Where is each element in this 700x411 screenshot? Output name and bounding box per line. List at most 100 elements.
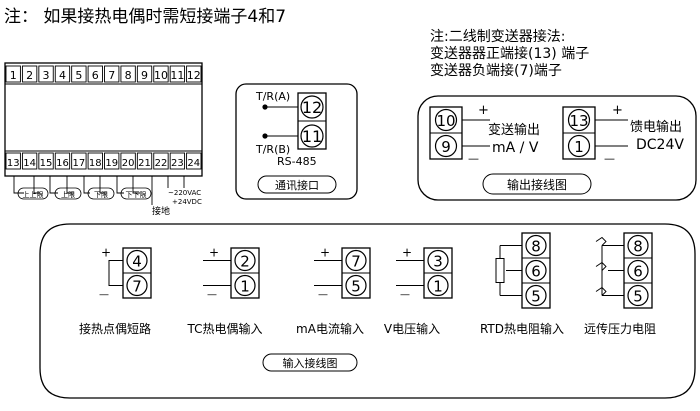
input-terminal: 5: [531, 288, 541, 306]
top-terminal-12: 12: [186, 65, 202, 83]
bottom-terminal-label: 19: [105, 158, 118, 169]
relay-label-ll: 下下限: [126, 190, 147, 199]
top-terminal-label: 4: [59, 69, 66, 82]
output-caption: 输出接线图: [507, 177, 567, 192]
bottom-terminal-13: 13: [5, 152, 21, 170]
top-terminal-label: 11: [170, 69, 184, 82]
input-terminal: 5: [351, 278, 361, 296]
top-terminal-label: 5: [75, 69, 82, 82]
input-terminal: 3: [433, 253, 443, 271]
bottom-terminal-label: 22: [155, 158, 168, 169]
input-plus: +: [402, 246, 412, 260]
bottom-terminal-label: 14: [23, 158, 36, 169]
bottom-terminal-23: 23: [169, 152, 186, 170]
top-terminal-11: 11: [169, 65, 186, 83]
comm-caption: 通讯接口: [275, 179, 319, 192]
bottom-terminal-label: 23: [171, 158, 184, 169]
top-terminal-label: 6: [92, 69, 99, 82]
power-label-ac: ~220VAC: [168, 189, 201, 197]
input-block-label: 接热点偶短路: [79, 321, 151, 336]
side-note-line3: 变送器负端接(7)端子: [430, 62, 562, 79]
input-terminal: 6: [531, 263, 541, 281]
input-terminal: 1: [240, 278, 250, 296]
relay-labels: 上上限 上限 下限 下下限: [17, 187, 152, 200]
out-term-10: 10: [436, 112, 455, 130]
bottom-terminal-21: 21: [136, 152, 153, 170]
input-terminal: 1: [433, 278, 443, 296]
input-terminal: 5: [633, 288, 643, 306]
input-plus: +: [101, 246, 111, 260]
bottom-terminal-19: 19: [104, 152, 120, 170]
top-terminal-7: 7: [104, 65, 120, 83]
input-terminal: 8: [531, 238, 541, 256]
bottom-terminal-22: 22: [153, 152, 169, 170]
top-terminal-label: 2: [26, 69, 33, 82]
out-transmit-value: mA / V: [492, 140, 539, 156]
relay-label-h: 上限: [61, 190, 75, 199]
bottom-terminal-18: 18: [87, 152, 103, 170]
input-wiring: 47+—接热点偶短路21+—TC热电偶输入75+—mA电流输入31+—V电压输入…: [39, 223, 696, 399]
top-terminal-label: 1: [10, 69, 17, 82]
relay-wiring: [13, 176, 185, 205]
bottom-terminal-label: 21: [138, 158, 151, 169]
input-terminal: 6: [633, 263, 643, 281]
input-minus: —: [318, 290, 328, 301]
bottom-terminal-16: 16: [54, 152, 71, 170]
input-plus: +: [209, 246, 219, 260]
input-block-label: 远传压力电阻: [584, 321, 656, 336]
comm-ta-label: T/R(A): [255, 90, 290, 103]
header-note: 注： 如果接热电偶时需短接端子4和7: [4, 7, 286, 27]
relay-label-l: 下限: [94, 190, 108, 199]
side-note-line2: 变送器器正端接(13) 端子: [430, 45, 589, 62]
out-feed-minus: —: [604, 152, 615, 165]
input-block-label: V电压输入: [384, 321, 440, 336]
top-terminal-6: 6: [87, 65, 103, 83]
power-label-dc: +24VDC: [172, 198, 202, 206]
input-block-label: mA电流输入: [296, 321, 364, 336]
out-transmit-plus: +: [478, 103, 489, 118]
bottom-terminal-label: 18: [89, 158, 102, 169]
out-feed-plus: +: [612, 103, 623, 118]
out-feed-value: DC24V: [636, 137, 684, 153]
top-terminal-9: 9: [136, 65, 153, 83]
input-minus: —: [99, 290, 109, 301]
out-feed-title: 馈电输出: [630, 119, 682, 135]
comm-tb-label: T/R(B): [255, 143, 290, 156]
top-terminal-5: 5: [71, 65, 87, 83]
input-block-2: 21+—TC热电偶输入: [186, 246, 262, 337]
top-terminal-label: 8: [125, 69, 132, 82]
input-block-label: RTD热电阻输入: [480, 321, 564, 336]
input-terminal: 2: [240, 253, 250, 271]
side-note-line1: 注:二线制变送器接法:: [430, 28, 565, 45]
input-blocks: 47+—接热点偶短路21+—TC热电偶输入75+—mA电流输入31+—V电压输入…: [79, 232, 656, 337]
input-caption: 输入接线图: [283, 356, 338, 370]
top-terminal-label: 7: [108, 69, 115, 82]
top-terminal-10: 10: [153, 65, 169, 83]
input-terminal: 8: [633, 238, 643, 256]
top-terminal-3: 3: [38, 65, 54, 83]
input-block-1: 47+—接热点偶短路: [79, 246, 152, 336]
comm-term-11: 11: [302, 127, 322, 146]
input-block-3: 75+—mA电流输入: [296, 246, 371, 336]
top-terminal-1: 1: [5, 65, 21, 83]
out-term-1: 1: [574, 138, 584, 156]
bottom-terminal-label: 24: [187, 158, 200, 169]
input-terminal: 7: [351, 253, 361, 271]
relay-label-hh: 上上限: [23, 190, 44, 199]
bottom-terminal-24: 24: [186, 152, 202, 170]
input-block-4: 31+—V电压输入: [384, 246, 453, 336]
top-terminal-2: 2: [21, 65, 38, 83]
bottom-terminal-label: 15: [40, 158, 53, 169]
bottom-terminal-20: 20: [120, 152, 136, 170]
input-terminal: 7: [132, 278, 142, 296]
out-transmit-minus: —: [468, 152, 479, 165]
top-terminal-label: 9: [141, 69, 148, 82]
out-term-13: 13: [569, 112, 588, 130]
input-minus: —: [207, 290, 217, 301]
bottom-terminal-label: 20: [122, 158, 135, 169]
bottom-terminal-14: 14: [21, 152, 38, 170]
